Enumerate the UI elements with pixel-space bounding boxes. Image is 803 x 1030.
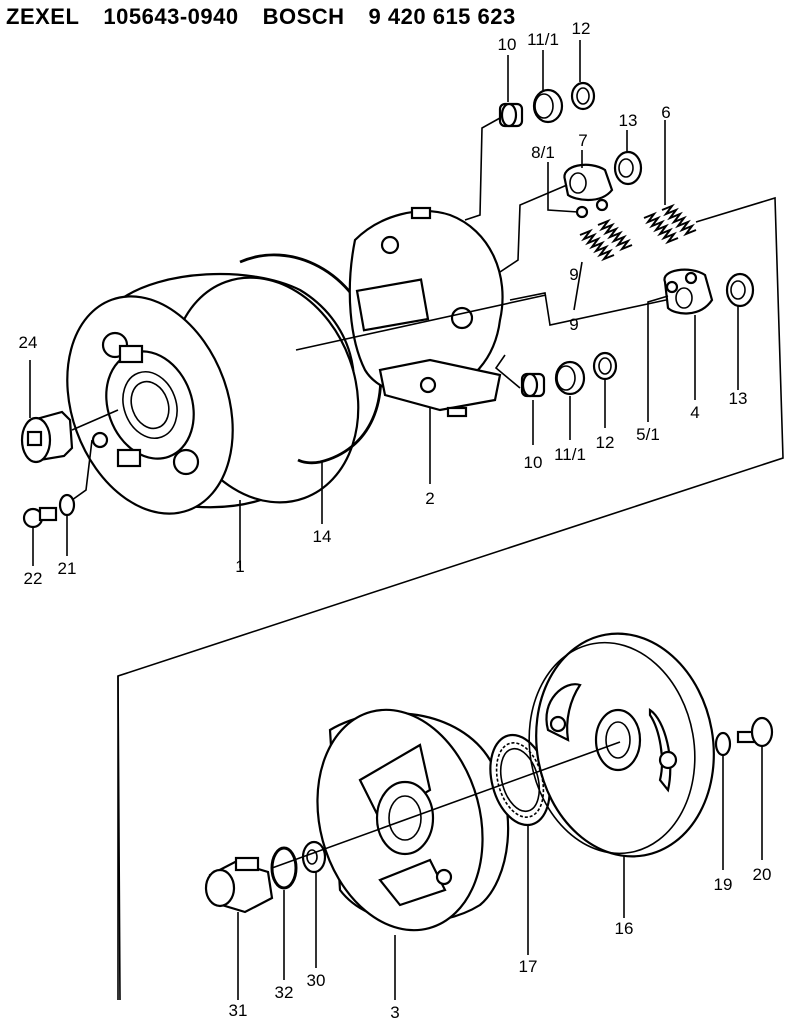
label-7: 7 <box>578 131 587 150</box>
part-3-cover <box>316 708 510 932</box>
label-32: 32 <box>275 983 294 1002</box>
part-31-plug <box>204 856 274 914</box>
part-10-sleeve-upper <box>498 102 524 128</box>
part-1-housing <box>66 272 360 515</box>
part-6-springs <box>643 203 697 245</box>
part-10-sleeve-lower <box>520 372 546 398</box>
part-11-1-bushing-lower <box>554 360 586 396</box>
part-2-flyweight-holder <box>348 206 504 418</box>
part-9-springs-upper <box>579 218 633 262</box>
label-11-1-upper: 11/1 <box>527 30 559 49</box>
leader-lines <box>29 40 763 1000</box>
label-22: 22 <box>24 569 43 588</box>
label-3: 3 <box>390 1003 399 1022</box>
zexel-number: 105643-0940 <box>103 4 239 29</box>
part-22-screw <box>22 506 58 529</box>
label-10-upper: 10 <box>498 35 517 54</box>
label-4: 4 <box>690 403 699 422</box>
label-9-upper: 9 <box>569 265 578 284</box>
part-12-ring-upper <box>570 81 596 111</box>
label-17: 17 <box>519 957 538 976</box>
part-8-1-washer <box>575 198 609 219</box>
label-12-upper: 12 <box>572 19 591 38</box>
part-7-lever-upper <box>563 163 614 202</box>
part-13-ring-lower <box>725 272 755 308</box>
part-13-ring-upper <box>613 150 643 186</box>
label-8-1: 8/1 <box>531 143 555 162</box>
label-6: 6 <box>661 103 670 122</box>
bosch-number: 9 420 615 623 <box>368 4 516 29</box>
label-5-1: 5/1 <box>636 425 660 444</box>
label-24: 24 <box>19 333 38 352</box>
part-19-washer <box>714 731 732 757</box>
diagram-header: ZEXEL 105643-0940 BOSCH 9 420 615 623 <box>6 4 540 30</box>
part-16-end-plate <box>528 632 715 858</box>
label-13-lower: 13 <box>729 389 748 408</box>
part-5-1-washer <box>665 271 698 294</box>
maker-label: BOSCH <box>262 4 345 29</box>
label-2: 2 <box>425 489 434 508</box>
part-30-washer <box>301 840 327 874</box>
part-20-bolt <box>736 716 774 748</box>
label-14: 14 <box>313 527 332 546</box>
label-10-lower: 10 <box>524 453 543 472</box>
label-31: 31 <box>229 1001 248 1020</box>
label-20: 20 <box>753 865 772 884</box>
callout-labels: 10 11/1 12 13 7 6 8/1 9 9 24 1 14 2 22 2… <box>19 19 772 1022</box>
label-21: 21 <box>58 559 77 578</box>
label-9-lower: 9 <box>569 315 578 334</box>
part-24-plug-screw <box>20 409 119 464</box>
label-12-lower: 12 <box>596 433 615 452</box>
label-13-upper: 13 <box>619 111 638 130</box>
part-32-o-ring <box>270 846 298 890</box>
part-4-lever <box>663 268 714 315</box>
assembly-outline <box>117 196 784 1001</box>
label-1: 1 <box>235 557 244 576</box>
part-21-washer <box>58 493 76 517</box>
brand-label: ZEXEL <box>6 4 80 29</box>
label-16: 16 <box>615 919 634 938</box>
part-12-ring-lower <box>592 351 618 381</box>
part-11-1-bushing-upper <box>532 88 564 124</box>
label-11-1-lower: 11/1 <box>554 445 586 464</box>
label-19: 19 <box>714 875 733 894</box>
label-30: 30 <box>307 971 326 990</box>
